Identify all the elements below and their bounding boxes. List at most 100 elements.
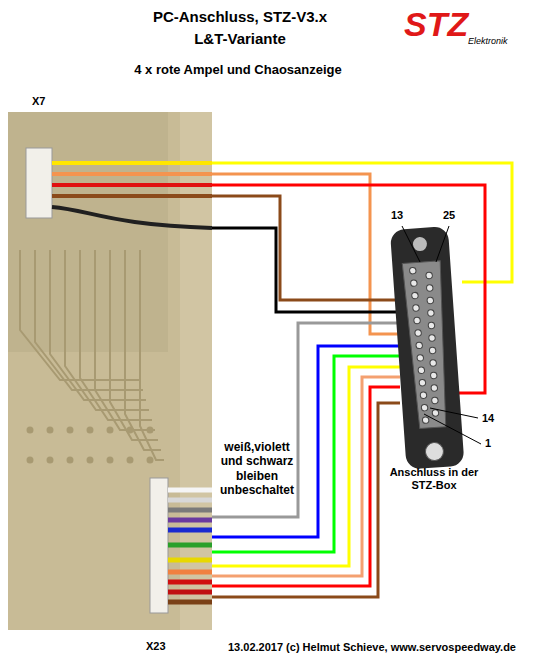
leader-line: [402, 226, 420, 262]
wire-orange: [52, 172, 212, 176]
connector-pin: [429, 347, 436, 354]
pcb-pad: [48, 428, 53, 433]
x23-wire-stubs: [168, 490, 212, 602]
connector-pin: [430, 372, 437, 379]
subheading: 4 x rote Ampel und Chaosanzeige: [134, 62, 342, 78]
connector-pin: [414, 317, 421, 324]
pcb-pad: [28, 428, 33, 433]
mount-hole: [412, 237, 427, 252]
wire-yellow: [212, 367, 400, 566]
pcb-pad: [108, 428, 113, 433]
wire-blue: [168, 528, 212, 533]
connector-pin: [417, 354, 424, 361]
leader-line: [430, 408, 478, 418]
pcb-trace: [35, 250, 143, 390]
wire-brown: [212, 403, 400, 597]
pin-number: 14: [482, 412, 494, 425]
wire-violet: [168, 518, 212, 523]
connector-pin: [416, 342, 423, 349]
wire-green: [168, 543, 212, 548]
note: weiß,violett und schwarz bleiben unbesch…: [219, 440, 295, 498]
connector-pin: [420, 392, 427, 399]
pcb-pad: [148, 458, 153, 463]
pcb-photo: [8, 112, 212, 630]
connector-pin: [432, 410, 439, 417]
wire-gray: [212, 323, 400, 517]
wire-red: [212, 387, 400, 586]
footer: 13.02.2017 (c) Helmut Schieve, www.servo…: [228, 641, 516, 654]
connector-pin: [431, 397, 438, 404]
connector-pin: [422, 417, 429, 424]
connector-pin: [427, 310, 434, 317]
pin-number: 25: [443, 209, 455, 222]
wire-red: [168, 580, 212, 585]
subtitle: L&T-Variante: [194, 30, 286, 48]
wire-gray: [168, 508, 212, 513]
pcb-trace: [140, 250, 164, 460]
pcb-pad: [88, 458, 93, 463]
pcb-trace: [80, 250, 152, 420]
wire-salmon: [212, 377, 400, 576]
connector-pin: [426, 285, 433, 292]
wire-green: [212, 356, 400, 552]
wire-black: [52, 207, 212, 228]
connector-pin: [409, 267, 416, 274]
wire-white: [168, 488, 212, 493]
wire-red: [52, 183, 212, 187]
pcb-pad: [28, 458, 33, 463]
connector-pin: [430, 360, 437, 367]
pin-number: 1: [485, 437, 491, 450]
leader-lines: [402, 226, 481, 444]
leader-line: [424, 414, 481, 444]
mount-hole: [425, 442, 444, 461]
connector-pin: [418, 367, 425, 374]
connector-pin: [412, 292, 419, 299]
connector-pin: [415, 330, 422, 337]
pcb-pad: [128, 458, 133, 463]
wiring-x7: [212, 163, 512, 393]
connector-shell: [402, 261, 451, 429]
note: Anschluss in der STZ-Box: [389, 466, 479, 492]
wire-yellow: [212, 163, 512, 282]
wire-white-2: [168, 498, 212, 503]
connector-label: X23: [146, 640, 166, 653]
connector-pin: [413, 305, 420, 312]
connector-flange: [390, 226, 465, 469]
pcb-trace: [110, 250, 158, 440]
pcb-edge: [180, 112, 212, 630]
wire-blue: [212, 346, 400, 537]
connector-pin: [429, 335, 436, 342]
wiring-x23: [212, 323, 400, 597]
pcb-trace: [125, 250, 161, 450]
connector-pin: [426, 272, 433, 279]
pcb-pad: [108, 458, 113, 463]
connector-x7: [26, 148, 52, 218]
wire-brown: [212, 196, 400, 300]
connector-x23: [150, 478, 168, 613]
pcb-pad: [68, 428, 73, 433]
connector-pin: [421, 404, 428, 411]
logo-subtext: Elektronik: [468, 36, 508, 47]
connector-pins: [409, 266, 442, 424]
wire-brown: [168, 600, 212, 605]
wire-orange: [168, 570, 212, 575]
wire-orange: [212, 174, 400, 334]
leader-line: [436, 226, 449, 262]
pcb-pad: [68, 458, 73, 463]
connector-pin: [428, 322, 435, 329]
pcb-pad: [48, 458, 53, 463]
db25-connector: [390, 226, 465, 469]
wire-yellow: [52, 161, 212, 165]
connector-pin: [431, 385, 438, 392]
connector-label: X7: [32, 95, 45, 108]
logo-text: STZ: [404, 4, 468, 45]
title: PC-Anschluss, STZ-V3.x: [153, 8, 327, 26]
connector-pin: [427, 297, 434, 304]
pin-number: 13: [391, 209, 403, 222]
wire-black: [212, 228, 400, 312]
connector-pin: [419, 379, 426, 386]
pcb-traces: [20, 250, 164, 463]
pcb-pad: [88, 428, 93, 433]
